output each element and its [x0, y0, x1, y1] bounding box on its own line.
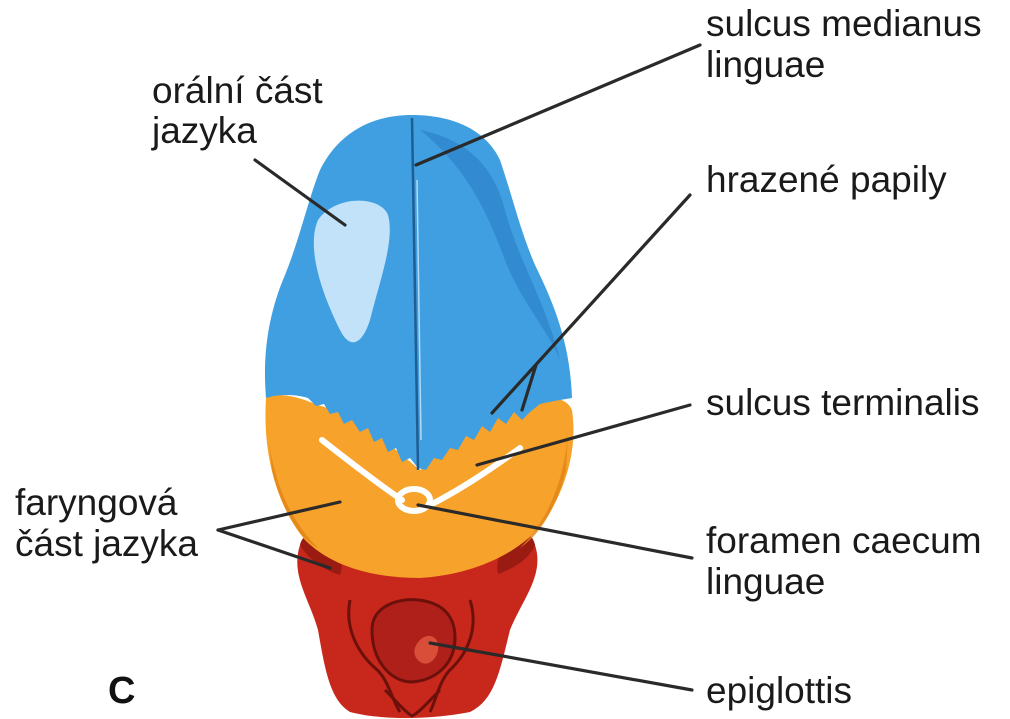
label-epiglottis-line1: epiglottis — [706, 670, 852, 711]
label-oral-part-line1: orální část — [152, 70, 323, 111]
label-sulcus-medianus-line2: linguae — [706, 44, 825, 85]
epiglottis-body — [372, 600, 455, 682]
label-sulcus-medianus-line1: sulcus medianus — [706, 3, 982, 44]
label-foramen-caecum-line1: foramen caecum — [706, 520, 982, 561]
leader-sulcus-medianus — [416, 45, 700, 165]
label-vallate-papillae-line1: hrazené papily — [706, 159, 947, 200]
label-sulcus-medianus: sulcus medianus linguae — [706, 3, 992, 85]
label-foramen-caecum-line2: linguae — [706, 561, 825, 602]
panel-letter: C — [108, 670, 135, 712]
label-pharyngeal-part-line1: faryngová — [15, 482, 178, 523]
label-vallate-papillae: hrazené papily — [706, 159, 947, 200]
label-pharyngeal-part-line2: část jazyka — [15, 523, 198, 564]
label-foramen-caecum: foramen caecum linguae — [706, 520, 992, 602]
label-oral-part-line2: jazyka — [151, 110, 257, 151]
label-sulcus-terminalis-line1: sulcus terminalis — [706, 382, 979, 423]
label-pharyngeal-part: faryngová část jazyka — [15, 482, 198, 564]
label-sulcus-terminalis: sulcus terminalis — [706, 382, 979, 423]
label-epiglottis: epiglottis — [706, 670, 852, 711]
label-oral-part: orální část jazyka — [151, 70, 333, 151]
